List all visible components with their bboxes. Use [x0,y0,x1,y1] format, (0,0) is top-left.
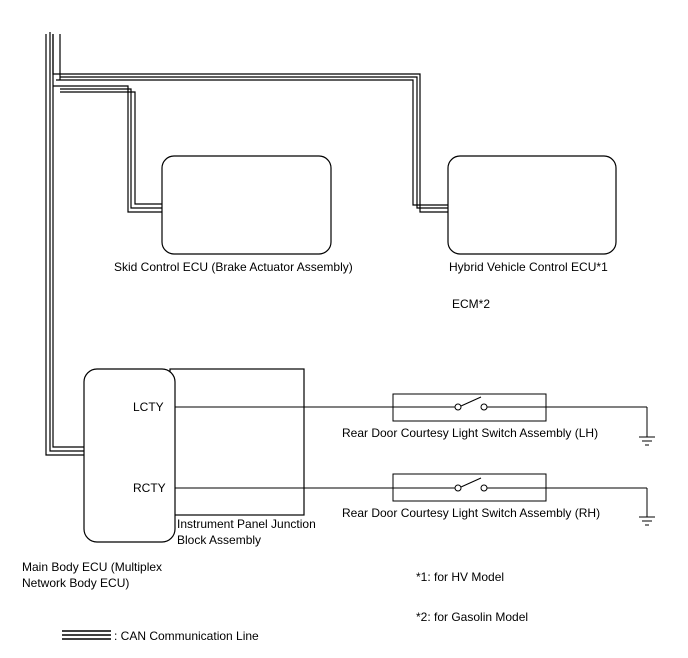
skid-control-ecu-box [161,155,332,255]
main-body-ecu-box [83,368,176,543]
hybrid-vehicle-ecu-box [447,155,617,255]
switch-lh-contact-right [480,403,488,411]
terminal-rcty: RCTY [133,481,166,495]
lcty-circuit [175,393,655,446]
switch-lh-contact-left [454,403,462,411]
can-line-inner [52,34,84,448]
label-junction-block-line2: Block Assembly [177,533,261,547]
rcty-circuit [175,473,655,526]
can-branch-skid-c [60,91,162,205]
label-skid-control-ecu: Skid Control ECU (Brake Actuator Assembl… [114,260,353,274]
switch-rh-contact-right [480,484,488,492]
can-line-middle [49,32,448,452]
can-branch-skid-b [60,88,162,209]
can-branch-skid-a [53,85,162,213]
legend-can-symbol [62,630,111,640]
ground-rh-icon [639,516,655,526]
instrument-panel-junction-block-box [169,368,305,516]
can-bus [45,32,448,456]
note-gasoline-model: *2: for Gasolin Model [416,610,528,624]
can-branch-hv [60,76,448,209]
switch-rh-contact-left [454,484,462,492]
label-junction-block-line1: Instrument Panel Junction [177,517,316,531]
terminal-lcty: LCTY [133,400,164,414]
label-ecm: ECM*2 [452,297,490,311]
label-main-body-ecu-line2: Network Body ECU) [22,576,129,590]
label-switch-lh: Rear Door Courtesy Light Switch Assembly… [342,426,598,440]
label-main-body-ecu-line1: Main Body ECU (Multiplex [22,560,162,574]
switch-rh-blade [460,477,482,488]
label-hybrid-vehicle-ecu: Hybrid Vehicle Control ECU*1 [449,260,608,274]
label-switch-rh: Rear Door Courtesy Light Switch Assembly… [342,506,600,520]
legend-can-label: : CAN Communication Line [114,629,259,643]
note-hv-model: *1: for HV Model [416,570,504,584]
ground-lh-icon [639,436,655,446]
switch-lh-blade [460,396,482,407]
